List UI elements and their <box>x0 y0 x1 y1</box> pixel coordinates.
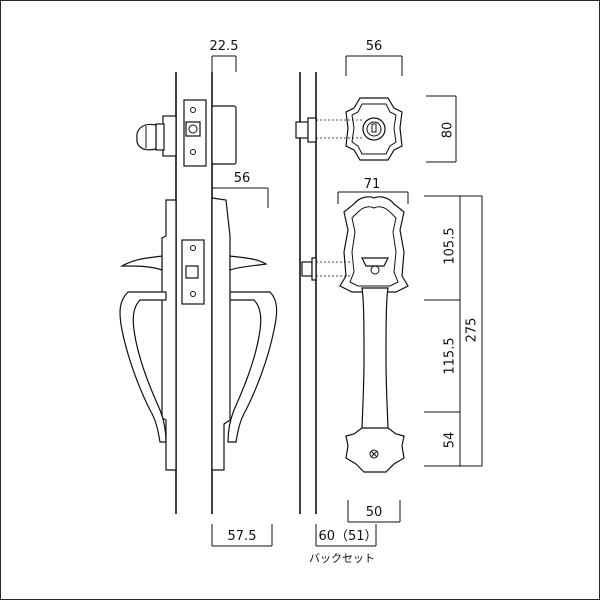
side-view: 22.5 56 57.5 <box>119 39 278 547</box>
backset-caption: バックセット <box>309 552 375 565</box>
side-dim-top <box>211 55 237 72</box>
front-dim-71 <box>337 191 409 204</box>
front-dim-backset <box>315 524 377 547</box>
front-dim-stack <box>424 195 483 467</box>
thumb-turn <box>136 115 177 157</box>
side-dim-mid <box>212 187 269 208</box>
handle-side <box>119 197 278 471</box>
front-dim-80 <box>426 95 457 163</box>
dim-22-5: 22.5 <box>210 39 239 54</box>
dim-50: 50 <box>366 505 383 520</box>
front-dim-56 <box>345 55 403 76</box>
side-dim-bottom <box>211 524 273 547</box>
dim-57-5: 57.5 <box>228 529 257 544</box>
dim-backset: 60（51） <box>318 529 377 544</box>
front-dim-50 <box>347 500 401 523</box>
dim-115-5: 115.5 <box>443 337 458 374</box>
dim-56-side: 56 <box>234 171 251 186</box>
dim-54: 54 <box>443 432 458 449</box>
dim-275: 275 <box>465 318 480 343</box>
latch-edge <box>301 261 313 277</box>
dim-105-5: 105.5 <box>443 227 458 264</box>
deadbolt-edge <box>295 121 309 139</box>
cylinder-side <box>183 99 237 167</box>
dim-56-front: 56 <box>366 39 383 54</box>
dim-71: 71 <box>364 177 381 192</box>
cylinder-escutcheon <box>316 97 403 161</box>
dim-80: 80 <box>441 122 456 139</box>
handle-front <box>316 196 409 473</box>
front-view: 56 80 71 105.5 115.5 54 275 <box>295 39 483 565</box>
